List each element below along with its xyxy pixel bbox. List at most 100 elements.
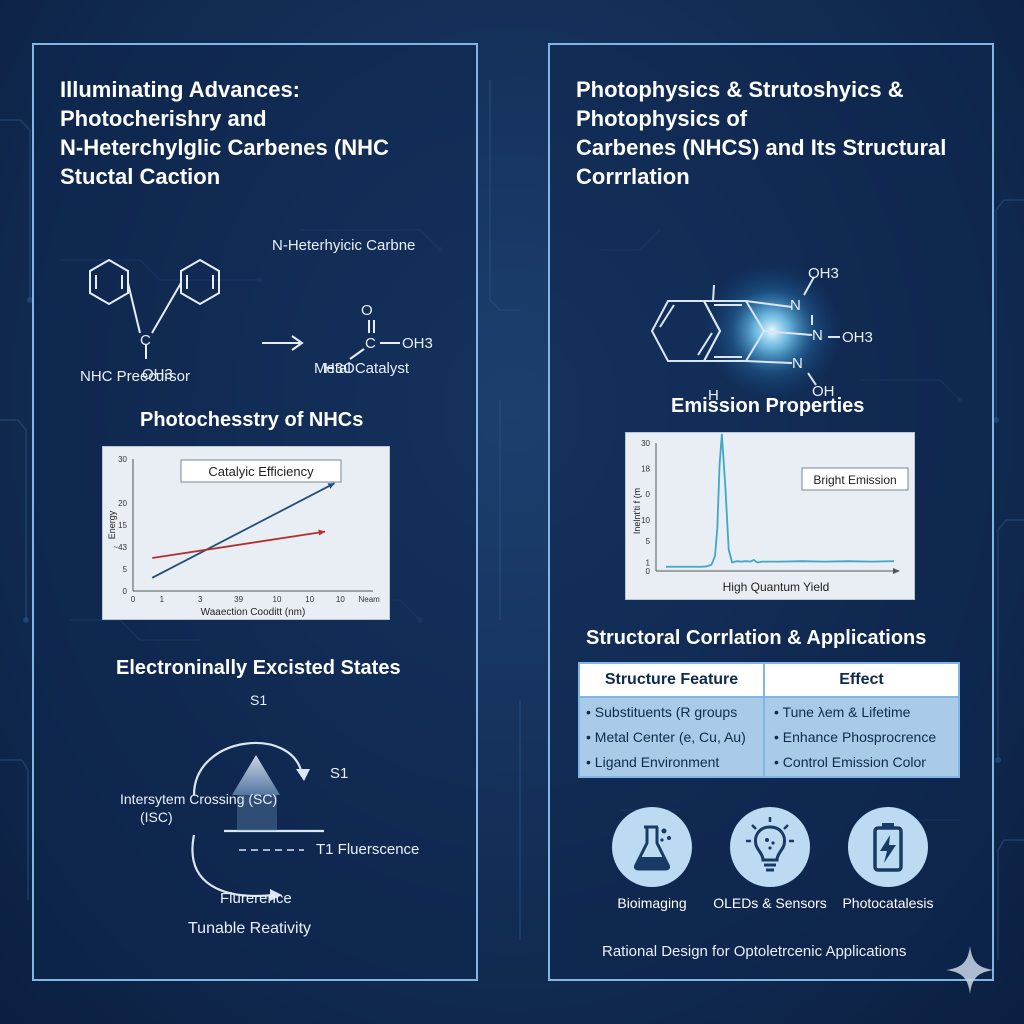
x-tick-label: 10	[336, 595, 345, 604]
y-axis-label: Energy	[107, 510, 117, 539]
benzene-ring-right	[180, 258, 220, 306]
table-cell: • Control Emission Color	[774, 754, 926, 770]
y-tick-label: 1	[646, 558, 651, 567]
atom-o: O	[361, 302, 373, 319]
left-title-line-1: Illuminating Advances:	[60, 77, 301, 102]
right-title-line-2: Photophysics of	[576, 106, 748, 131]
x-tick-label: 10	[273, 595, 282, 604]
s1-top-c: C	[249, 717, 259, 732]
series-arrowhead-2	[318, 529, 325, 536]
atom-h-left: H	[708, 387, 719, 404]
y-axis-label: Inelnt'ti f (m	[632, 488, 642, 534]
atom-oh-bot: OH	[812, 383, 835, 400]
y-tick-label: 30	[118, 455, 127, 464]
y-tick-label: 5	[646, 537, 651, 546]
atom-c-product: C	[365, 335, 376, 352]
atom-h3o: H3O	[324, 360, 355, 377]
table-header-effect: Effect	[839, 671, 884, 688]
table-cell: • Enhance Phosprocrence	[774, 729, 937, 745]
table-cell: • Metal Center (e, Cu, Au)	[586, 729, 746, 745]
x-tick-label: 10	[305, 595, 314, 604]
fluorescence-label: Flurerence	[220, 890, 292, 907]
emission-section-title: Emission Properties	[671, 395, 865, 417]
photocatalysis-icon-circle	[848, 807, 928, 887]
left-panel: Illuminating Advances: Photocherishry an…	[32, 43, 478, 981]
y-tick-label: 0	[123, 587, 128, 596]
x-axis-arrow	[893, 568, 900, 574]
structure-section-title: Structoral Corrlation & Applications	[586, 627, 927, 649]
table-cell: • Substituents (R groups	[586, 704, 738, 720]
table-cell: • Ligand Environment	[586, 754, 720, 770]
atom-oh3: OH3	[142, 366, 173, 383]
left-footer: Tunable Reativity	[188, 920, 312, 937]
atom-c: C	[140, 332, 151, 349]
y-tick-label: 0	[646, 490, 651, 499]
oleds-icon-circle	[730, 807, 810, 887]
t1-fluorescence-label: T1 Fluerscence	[316, 841, 420, 858]
right-panel: Photophysics & Strutoshyics & Photophysi…	[548, 43, 994, 981]
left-title-line-2: Photocherishry and	[60, 106, 267, 131]
app-label-bioimaging: Bioimaging	[617, 895, 687, 911]
x-axis-label: Waaection Cooditt (nm)	[201, 607, 306, 618]
right-title-line-4: Corrrlation	[576, 164, 690, 189]
bioimaging-icon-circle	[612, 807, 692, 887]
right-panel-title: Photophysics & Strutoshyics & Photophysi…	[576, 75, 976, 191]
y-tick-label: 0	[646, 567, 651, 576]
series-line-2	[152, 530, 326, 559]
app-label-photocatalysis: Photocatalesis	[842, 895, 934, 911]
y-tick-label: 30	[641, 439, 650, 448]
right-title-line-3: Carbenes (NHCS) and Its Structural	[576, 135, 947, 160]
table-cell: • Tune λem & Lifetime	[774, 704, 911, 720]
atom-oh3-mid: OH3	[842, 329, 873, 346]
emission-spectrum-line	[666, 433, 895, 568]
reaction-scheme: C OH3 O C OH3 H3O	[89, 258, 433, 383]
precursor-label: NHC Preecursor	[80, 368, 191, 385]
y-tick-label: 15	[118, 521, 127, 530]
atom-oh3-right: OH3	[402, 335, 433, 352]
s1-right-label: S1	[330, 765, 349, 782]
y-tick-label: ~43	[113, 543, 127, 552]
nhc-molecule	[650, 261, 842, 401]
y-tick-label: 20	[118, 499, 127, 508]
x-tick-label: 3	[198, 595, 203, 604]
product-label: Metal Catalyst	[314, 360, 410, 377]
excited-states-diagram	[191, 742, 324, 901]
left-title-line-3: N-Heterchylglic Carbenes (NHC	[60, 135, 389, 160]
atom-n-bot: N	[792, 355, 803, 372]
s1-top-label: S1	[250, 692, 268, 708]
chart-title-box	[180, 459, 342, 483]
isc-label-1: Intersytem Crossing (SC)	[120, 791, 278, 807]
right-title-line-1: Photophysics & Strutoshyics &	[576, 77, 904, 102]
x-tick-label: 39	[234, 595, 243, 604]
atom-oh3-top: OH3	[808, 265, 839, 282]
left-title-line-4: Stuctal Caction	[60, 164, 221, 189]
legend-box	[801, 467, 909, 491]
table-divider	[763, 664, 765, 776]
table-header-feature: Structure Feature	[604, 671, 739, 688]
y-tick-label: 18	[641, 465, 650, 474]
excited-states-title: Electroninally Excisted States	[116, 657, 401, 679]
x-tick-label: 0	[131, 595, 136, 604]
x-tick-label: Neam	[358, 595, 380, 604]
atom-n-top: N	[790, 297, 801, 314]
series-line-1	[151, 482, 336, 579]
battery-icon	[873, 823, 903, 872]
legend-label: Bright Emission	[813, 473, 896, 487]
left-panel-title: Illuminating Advances: Photocherishry an…	[60, 75, 460, 191]
benzene-ring-left	[89, 258, 129, 306]
series-arrowhead-1	[327, 483, 335, 489]
chart-title: Catalyic Efficiency	[208, 464, 314, 479]
flask-icon	[633, 825, 671, 871]
structure-effect-table: Structure Feature Effect • Substituents …	[578, 662, 960, 778]
atom-n-mid: N	[812, 327, 823, 344]
app-label-oleds: OLEDs & Sensors	[713, 895, 827, 911]
chart-section-title: Photochesstry of NHCs	[140, 409, 364, 431]
x-axis-label: High Quantum Yield	[723, 580, 830, 594]
isc-label-2: (ISC)	[140, 809, 173, 825]
lightbulb-icon	[746, 817, 794, 872]
table-header	[580, 664, 958, 698]
